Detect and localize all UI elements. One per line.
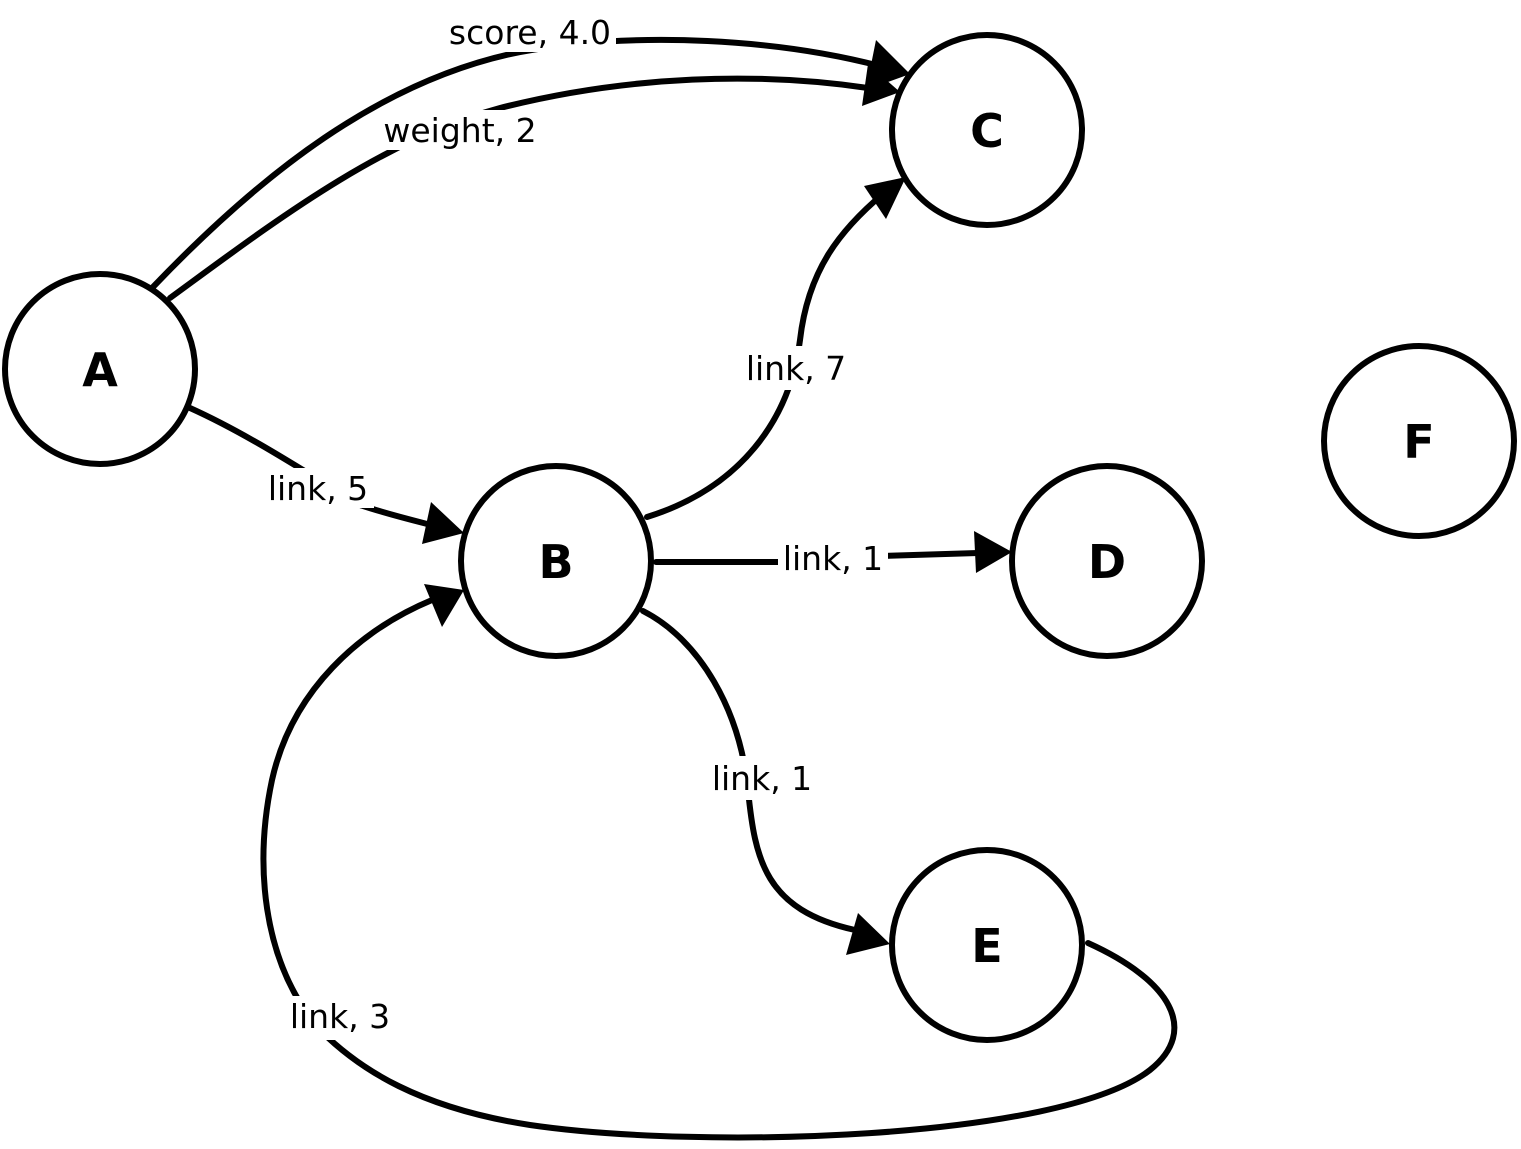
node-circle [1321, 343, 1517, 539]
node-label: A [82, 343, 118, 397]
node-circle [889, 847, 1085, 1043]
arrowhead [422, 502, 464, 544]
edge-line [187, 405, 438, 529]
edge-label-weight: weight, 2 [378, 110, 542, 150]
edge-a-c-weight [167, 64, 900, 301]
node-d: D [1009, 463, 1205, 659]
edge-label-text: link, 1 [783, 539, 883, 578]
edge-label-text: link, 1 [712, 759, 812, 798]
edge-label-background [740, 346, 852, 390]
node-circle [2, 271, 198, 467]
edge-label-b-d: link, 1 [778, 538, 888, 580]
edge-label-e-b: link, 3 [284, 996, 396, 1040]
edge-line [167, 75, 871, 301]
node-b: B [458, 463, 654, 659]
edge-label-background [262, 468, 374, 508]
arrowhead [974, 531, 1012, 573]
arrowhead [424, 584, 464, 627]
edge-label-background [778, 538, 888, 580]
edge-a-c-score [150, 36, 910, 290]
node-label: E [971, 919, 1002, 973]
edge-label-text: score, 4.0 [449, 13, 611, 52]
node-label: F [1403, 415, 1434, 469]
node-label: D [1088, 535, 1126, 589]
node-circle [1009, 463, 1205, 659]
edge-label-b-e: link, 1 [706, 756, 818, 800]
arrowhead [864, 177, 906, 219]
edge-label-text: link, 7 [746, 349, 846, 388]
node-label: C [970, 104, 1004, 158]
arrowhead [846, 913, 890, 955]
edge-label-b-c: link, 7 [740, 346, 852, 390]
edge-line [260, 597, 1178, 1141]
edge-label-background [706, 756, 818, 800]
node-circle [458, 463, 654, 659]
edge-label-text: link, 3 [290, 997, 390, 1036]
node-circle [889, 32, 1085, 228]
edge-label-background [378, 110, 542, 150]
edge-label-score: score, 4.0 [444, 12, 616, 52]
node-e: E [889, 847, 1085, 1043]
edge-label-background [444, 12, 616, 52]
edge-label-a-b: link, 5 [262, 468, 374, 508]
arrowhead [862, 64, 900, 106]
edge-label-background [284, 996, 396, 1040]
node-label: B [538, 535, 573, 589]
node-a: A [2, 271, 198, 467]
edge-line [150, 36, 883, 290]
node-f: F [1321, 343, 1517, 539]
edge-label-text: link, 5 [268, 469, 368, 508]
node-c: C [889, 32, 1085, 228]
edge-e-b [260, 584, 1178, 1141]
edge-label-text: weight, 2 [383, 111, 536, 150]
